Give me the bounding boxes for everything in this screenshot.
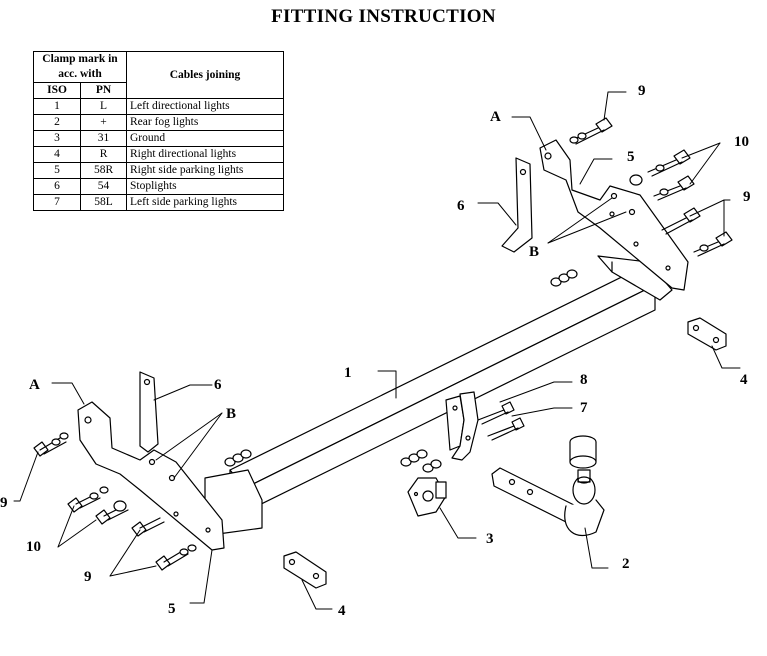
callout-B: B	[529, 244, 539, 260]
nuts-right-bar	[550, 269, 578, 287]
callout-4: 4	[338, 603, 346, 619]
bolts-center	[477, 401, 525, 441]
callout-1: 1	[344, 365, 352, 381]
callout-9: 9	[743, 189, 751, 205]
nuts-center	[400, 449, 442, 473]
callout-7: 7	[580, 400, 588, 416]
socket-plate	[407, 477, 447, 517]
callout-3: 3	[486, 531, 494, 547]
callout-4: 4	[740, 372, 748, 388]
callout-A: A	[29, 377, 40, 393]
callout-5: 5	[627, 149, 635, 165]
ball-cap	[569, 435, 597, 469]
legend-header-pn: PN	[80, 82, 127, 99]
legend-header-clamp: Clamp mark in acc. with	[33, 51, 127, 83]
legend-desc: Left side parking lights	[126, 194, 284, 211]
center-bracket	[445, 391, 479, 461]
callout-8: 8	[580, 372, 588, 388]
bolts-left-9-lower	[131, 517, 197, 571]
callout-A: A	[490, 109, 501, 125]
reinforcement-plate-right	[687, 317, 727, 351]
page-title: FITTING INSTRUCTION	[271, 6, 496, 27]
callout-9: 9	[84, 569, 92, 585]
wiring-legend-table: Clamp mark in acc. with Cables joining I…	[32, 51, 284, 211]
spacer-plate-right	[501, 157, 533, 253]
legend-iso: 7	[32, 194, 82, 211]
spacer-plate-left	[139, 371, 159, 453]
callout-6: 6	[214, 377, 222, 393]
callout-2: 2	[622, 556, 630, 572]
legend-subheader-row: ISO PN	[32, 82, 284, 99]
nuts-left-bar	[224, 449, 252, 467]
callout-5: 5	[168, 601, 176, 617]
bolts-right-10	[629, 149, 695, 201]
callout-9: 9	[0, 495, 8, 511]
legend-pn: 58R	[80, 162, 127, 179]
callout-10: 10	[26, 539, 41, 555]
ball-arm	[491, 467, 605, 537]
callout-labels: 1 2 3 4 4 5 5 6 6 7 8 9 9 9 9 10 10 A A …	[0, 83, 751, 619]
callout-B: B	[226, 406, 236, 422]
legend-desc: Right side parking lights	[126, 162, 284, 179]
legend-row: 2+Rear fog lights	[32, 114, 284, 131]
bolts-left-9-upper	[33, 432, 69, 457]
callout-9: 9	[638, 83, 646, 99]
bolts-left-10	[67, 486, 129, 525]
side-bracket-right	[539, 139, 689, 291]
reinforcement-plate-left	[283, 551, 327, 589]
callout-10: 10	[734, 134, 749, 150]
leader-lines	[13, 91, 741, 610]
bolts-right-upper	[569, 117, 613, 145]
callout-6: 6	[457, 198, 465, 214]
